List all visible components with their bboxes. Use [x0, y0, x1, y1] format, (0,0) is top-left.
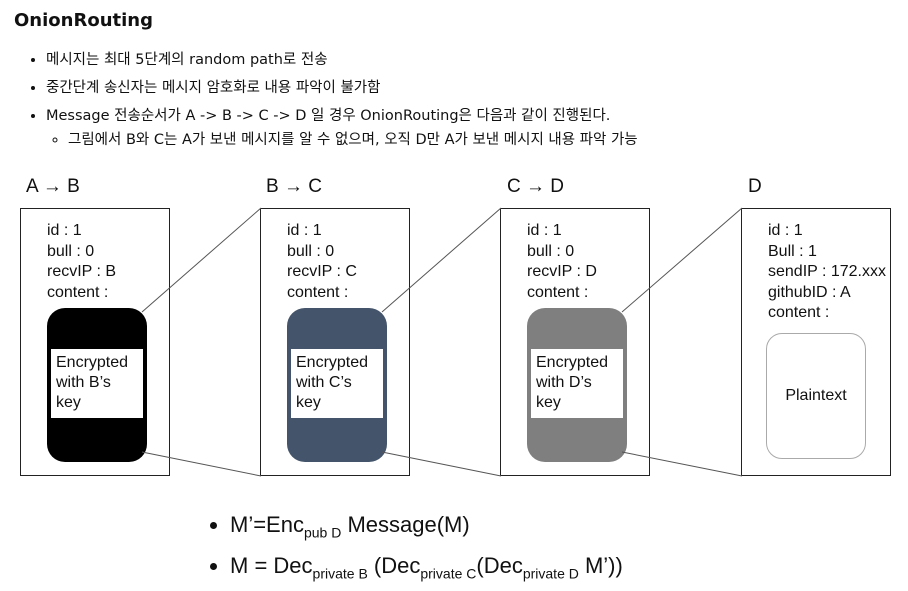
message-fields: id : 1 bull : 0 recvIP : D content : [527, 221, 597, 303]
bullet-list: 메시지는 최대 5단계의 random path로 전송 중간단계 송신자는 메… [28, 46, 638, 150]
field-id: id : 1 [47, 222, 82, 239]
bullet-item: 중간단계 송신자는 메시지 암호화로 내용 파악이 불가함 [46, 74, 638, 102]
field-recvip: recvIP : D [527, 263, 597, 280]
formula-subscript: private B [312, 565, 368, 582]
field-content: content : [47, 283, 109, 301]
field-bull: bull : 0 [47, 242, 95, 260]
formula-text: (Dec [367, 553, 421, 579]
encrypted-line: with B’s [56, 374, 111, 391]
encrypted-capsule-d: Encrypted with D’s key [527, 308, 627, 462]
message-fields: id : 1 bull : 0 recvIP : C content : [287, 221, 357, 303]
message-fields: id : 1 bull : 0 recvIP : B content : [47, 221, 116, 303]
bullet-text: Message 전송순서가 A -> B -> C -> D 일 경우 Onio… [46, 108, 611, 124]
bullet-item: Message 전송순서가 A -> B -> C -> D 일 경우 Onio… [46, 102, 638, 150]
field-content: content : [527, 283, 589, 301]
field-content: content : [287, 283, 349, 301]
formula-text: (Dec [476, 553, 523, 579]
plaintext-box: Plaintext [766, 333, 866, 459]
sub-bullet-list: 그림에서 B와 C는 A가 보낸 메시지를 알 수 없으며, 오직 D만 A가 … [46, 130, 638, 150]
encrypted-capsule-b: Encrypted with B’s key [47, 308, 147, 462]
encrypted-label: Encrypted with B’s key [51, 349, 143, 418]
field-id: id : 1 [527, 222, 562, 239]
panel-label-c-d: C → D [507, 176, 564, 197]
formula-text: Message(M) [341, 512, 470, 537]
encrypted-line: with C’s [296, 374, 352, 391]
formula-text: M’=Enc [230, 512, 304, 537]
encrypted-line: Encrypted [296, 354, 369, 371]
bullet-item: 메시지는 최대 5단계의 random path로 전송 [46, 46, 638, 74]
message-fields: id : 1 Bull : 1 sendIP : 172.xxx githubI… [768, 221, 886, 324]
encrypted-line: Encrypted [56, 354, 129, 371]
field-id: id : 1 [287, 222, 322, 239]
page-title: OnionRouting [14, 10, 153, 31]
encrypted-label: Encrypted with C’s key [291, 349, 383, 418]
sub-bullet-item: 그림에서 B와 C는 A가 보낸 메시지를 알 수 없으며, 오직 D만 A가 … [68, 130, 638, 150]
field-recvip: recvIP : C [287, 263, 357, 280]
encrypted-line: key [56, 394, 81, 411]
formula-text: M = Dec [230, 553, 313, 579]
field-bull: bull : 0 [287, 242, 335, 260]
field-githubid: githubID : A [768, 283, 851, 301]
formula-encrypt: M’=Encpub D Message(M) [230, 508, 623, 549]
field-id: id : 1 [768, 222, 803, 239]
encrypted-label: Encrypted with D’s key [531, 349, 623, 418]
formula-subscript: pub D [303, 524, 342, 541]
encrypted-line: Encrypted [536, 354, 609, 371]
panel-label-b-c: B → C [266, 176, 322, 197]
message-panel-d: id : 1 Bull : 1 sendIP : 172.xxx githubI… [741, 208, 891, 476]
encrypted-line: key [536, 394, 561, 411]
formula-subscript: private D [522, 565, 579, 582]
message-panel-c-d: id : 1 bull : 0 recvIP : D content : Enc… [500, 208, 650, 476]
field-recvip: recvIP : B [47, 263, 117, 280]
formula-list: M’=Encpub D Message(M) M = Decprivate B … [204, 508, 623, 591]
formula-decrypt: M = Decprivate B (Decprivate C(Decprivat… [230, 549, 623, 590]
encrypted-line: key [296, 394, 321, 411]
field-sendip: sendIP : 172.xxx [768, 263, 886, 280]
field-bull: Bull : 1 [768, 242, 817, 260]
field-content: content : [768, 304, 830, 321]
panel-label-d: D [748, 176, 762, 197]
formula-subscript: private C [420, 565, 477, 582]
message-panel-a-b: id : 1 bull : 0 recvIP : B content : Enc… [20, 208, 170, 476]
message-panel-b-c: id : 1 bull : 0 recvIP : C content : Enc… [260, 208, 410, 476]
formula-text: M’)) [578, 553, 623, 579]
encrypted-capsule-c: Encrypted with C’s key [287, 308, 387, 462]
panel-label-a-b: A → B [26, 176, 80, 197]
encrypted-line: with D’s [536, 374, 592, 391]
field-bull: bull : 0 [527, 242, 575, 260]
